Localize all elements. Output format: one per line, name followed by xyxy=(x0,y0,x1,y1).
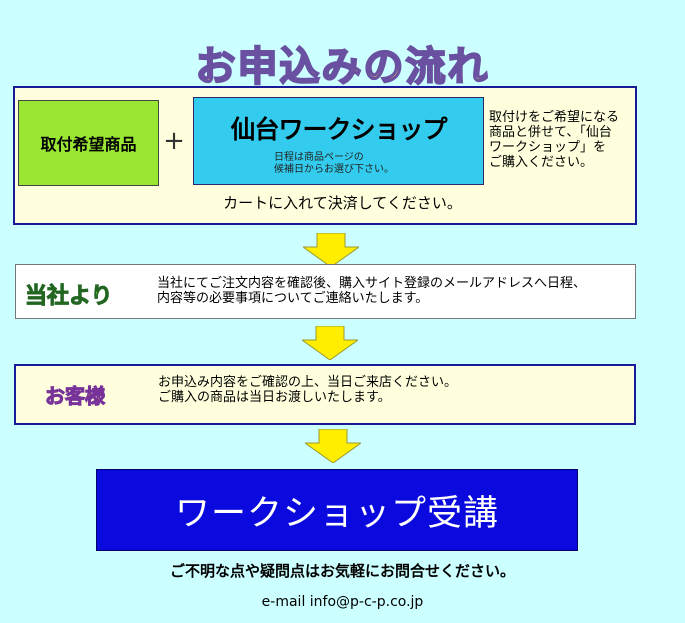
down-arrow-icon xyxy=(305,429,361,463)
step2-label: 当社より xyxy=(25,284,114,310)
down-arrow-icon xyxy=(303,233,359,267)
step1-bottom-text: カートに入れて決済してください。 xyxy=(223,194,462,212)
inquiry-note: ご不明な点や疑問点はお気軽にお問合せください。 xyxy=(169,562,515,580)
step3-panel xyxy=(14,364,636,425)
workshop-note: 日程は商品ページの 候補日からお選び下さい。 xyxy=(274,152,394,175)
step2-text: 当社にてご注文内容を確認後、購入サイト登録のメールアドレスへ日程、 内容等の必要… xyxy=(157,276,587,306)
step1-side-text: 取付けをご希望になる 商品と併せて、「仙台 ワークショップ」を ご購入ください。 xyxy=(489,110,620,170)
final-step-box: ワークショップ受講 xyxy=(96,469,578,551)
step2-panel xyxy=(15,264,636,319)
step3-text: お申込み内容をご確認の上、当日ご来店ください。 ご購入の商品は当日お渡しいたしま… xyxy=(158,375,458,405)
down-arrow-icon xyxy=(302,326,358,360)
workshop-name: 仙台ワークショップ xyxy=(230,115,447,144)
page-title: お申込みの流れ xyxy=(195,43,490,91)
email-contact[interactable]: e-mail info@p-c-p.co.jp xyxy=(261,594,424,610)
step3-label: お客様 xyxy=(45,384,106,409)
workshop-box: 仙台ワークショップ 日程は商品ページの 候補日からお選び下さい。 xyxy=(193,97,484,185)
product-label-box: 取付希望商品 xyxy=(18,100,159,186)
plus-sign: + xyxy=(163,126,185,156)
